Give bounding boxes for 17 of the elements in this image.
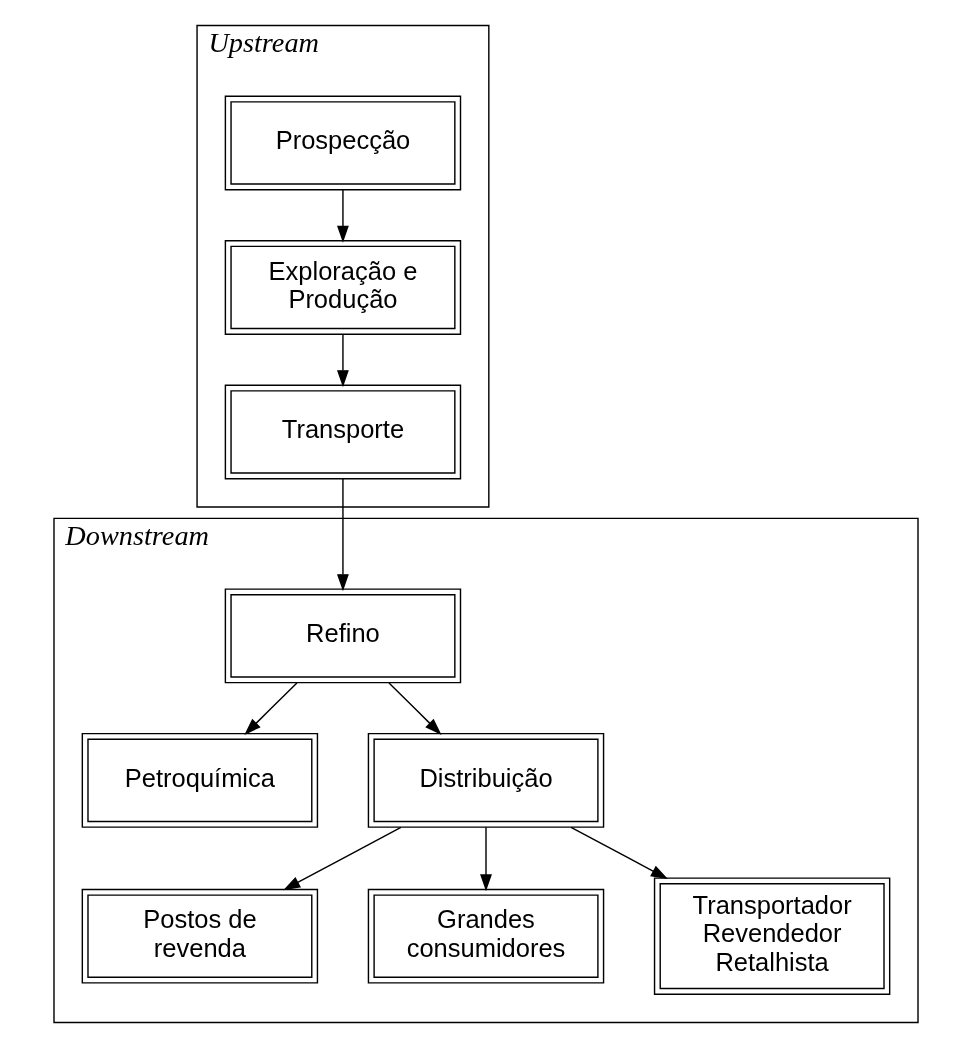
arrow xyxy=(569,826,668,880)
node-box: Exploração e Produção xyxy=(224,240,461,335)
node-box: Postos de revenda xyxy=(81,888,318,984)
arrow xyxy=(336,189,349,243)
node-box: Grandes consumidores xyxy=(367,888,604,984)
node-box: Distribuição xyxy=(367,732,604,828)
node-box: Prospecção xyxy=(224,95,461,191)
node-box: Transportador Revendedor Retalhista xyxy=(653,877,890,995)
arrow xyxy=(387,682,442,735)
arrow xyxy=(336,333,349,388)
arrow xyxy=(336,478,349,592)
arrow xyxy=(479,826,492,892)
node-box: Transporte xyxy=(224,384,461,480)
node-box: Petroquímica xyxy=(81,732,318,828)
node-box: Refino xyxy=(224,588,461,684)
arrow xyxy=(282,826,402,891)
arrow xyxy=(243,682,298,735)
